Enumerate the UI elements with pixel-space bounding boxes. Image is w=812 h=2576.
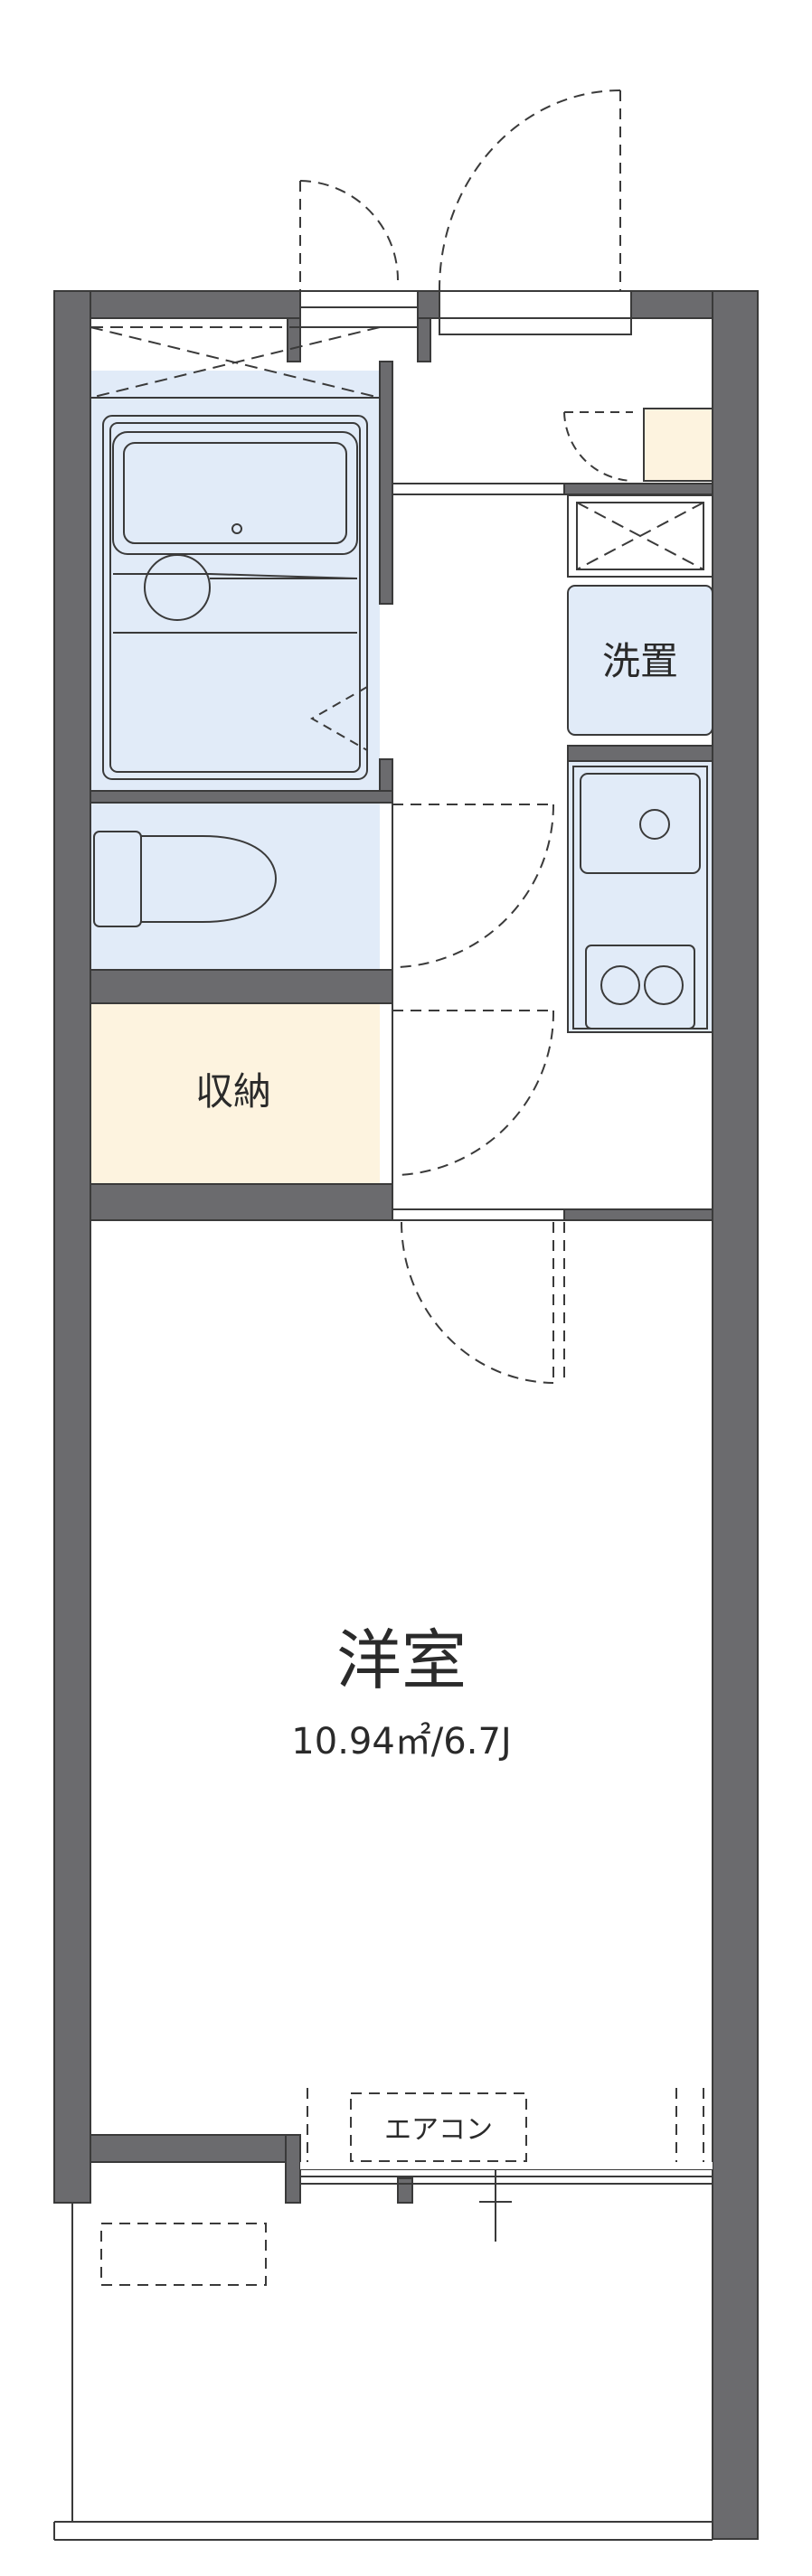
utility-box <box>567 494 713 578</box>
washer-space <box>567 585 713 736</box>
room-door <box>392 1208 565 1384</box>
storage-label: 収納 <box>195 1069 271 1114</box>
air-conditioner-label: エアコン <box>384 2114 493 2146</box>
top-window <box>299 290 632 335</box>
balcony-window <box>299 2088 713 2242</box>
storage-door <box>392 1010 555 1176</box>
storage-floor <box>90 1003 380 1184</box>
western-room-label: 洋室 <box>336 1622 467 1698</box>
entrance-door <box>299 89 621 292</box>
kitchen <box>567 745 713 1033</box>
bathtub <box>112 431 358 555</box>
toilet <box>93 831 278 927</box>
walls <box>53 290 759 2540</box>
toilet-door <box>392 804 555 968</box>
western-room-area: 10.94㎡/6.7J <box>291 1721 511 1763</box>
balcony <box>53 2203 713 2541</box>
shoe-closet-door <box>563 411 634 482</box>
shoe-box <box>643 408 713 482</box>
wash-basin <box>144 554 211 621</box>
air-conditioner <box>350 2092 527 2162</box>
bathroom <box>90 326 381 780</box>
ac-outdoor-unit <box>100 2223 267 2286</box>
laundry-label: 洗置 <box>602 639 678 683</box>
